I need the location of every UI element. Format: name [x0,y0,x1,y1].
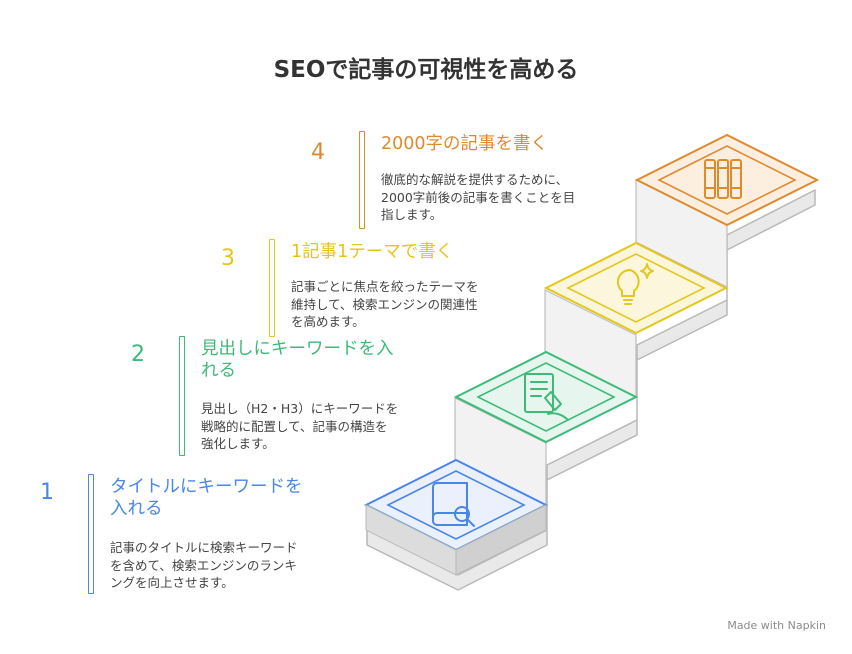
step-2-heading-line-2: れる [201,361,236,381]
document-pen-icon [524,373,569,421]
page-title: SEOで記事の可視性を高める [273,57,579,83]
step-2-bar [179,336,185,456]
step-3-description-line-3: を高めます。 [291,314,365,329]
step-4-heading: 2000字の記事を書く [381,133,548,155]
step-3-number: 3 [221,246,235,271]
step-1-platform [363,458,549,576]
watermark-text: Made with Napkin [727,619,826,632]
step-2-description-line-2: 戦略的に配置して、記事の構造を [201,418,388,434]
book-search-icon [432,482,475,527]
step-1-number: 1 [40,480,54,505]
step-4-bar [359,131,365,229]
step-4-heading-line-1: 2000字の記事を書く [381,134,549,154]
step-3-heading: 1記事1テーマで書く [291,241,453,263]
step-2-description-line-3: 強化します。 [201,436,275,451]
step-3-description: 記事ごとに焦点を絞ったテーマを 維持して、検索エンジンの関連性 を高めます。 [291,278,479,331]
step-3-bar [269,239,275,337]
step-4-description-line-3: 指します。 [381,207,443,222]
step-1-description-line-3: ングを向上させます。 [110,575,234,590]
step-2-description: 見出し（H2・H3）にキーワードを 戦略的に配置して、記事の構造を 強化します。 [201,400,398,453]
lightbulb-sparkle-icon [616,263,654,305]
step-1-heading-line-1: タイトルにキーワードを [110,477,303,497]
step-1-bar [88,474,94,594]
step-3-description-line-1: 記事ごとに焦点を絞ったテーマを [291,279,479,294]
step-1-heading-line-2: 入れる [110,499,163,519]
step-3-description-line-2: 維持して、検索エンジンの関連性 [291,296,478,312]
step-1-description-line-1: 記事のタイトルに検索キーワード [110,540,298,555]
step-4-description: 徹底的な解説を提供するために、 2000字前後の記事を書くことを目 指します。 [381,171,575,224]
step-3-heading-line-1: 1記事1テーマで書く [291,242,454,262]
napkin-watermark: Made with Napkin [727,619,826,632]
step-2-heading-line-1: 見出しにキーワードを入 [201,339,394,359]
books-icon [704,159,742,199]
step-1-description-line-2: を含めて、検索エンジンのランキ [110,557,297,573]
step-1-description: 記事のタイトルに検索キーワード を含めて、検索エンジンのランキ ングを向上させま… [110,539,298,592]
step-4-description-line-1: 徹底的な解説を提供するために、 [381,172,569,187]
step-1-heading: タイトルにキーワードを 入れる [110,476,303,520]
step-2-number: 2 [131,342,145,367]
step-4-number: 4 [311,140,325,165]
step-2-description-line-1: 見出し（H2・H3）にキーワードを [201,401,399,416]
step-4-description-line-2: 2000字前後の記事を書くことを目 [381,189,576,205]
step-2-heading: 見出しにキーワードを入 れる [201,338,394,382]
